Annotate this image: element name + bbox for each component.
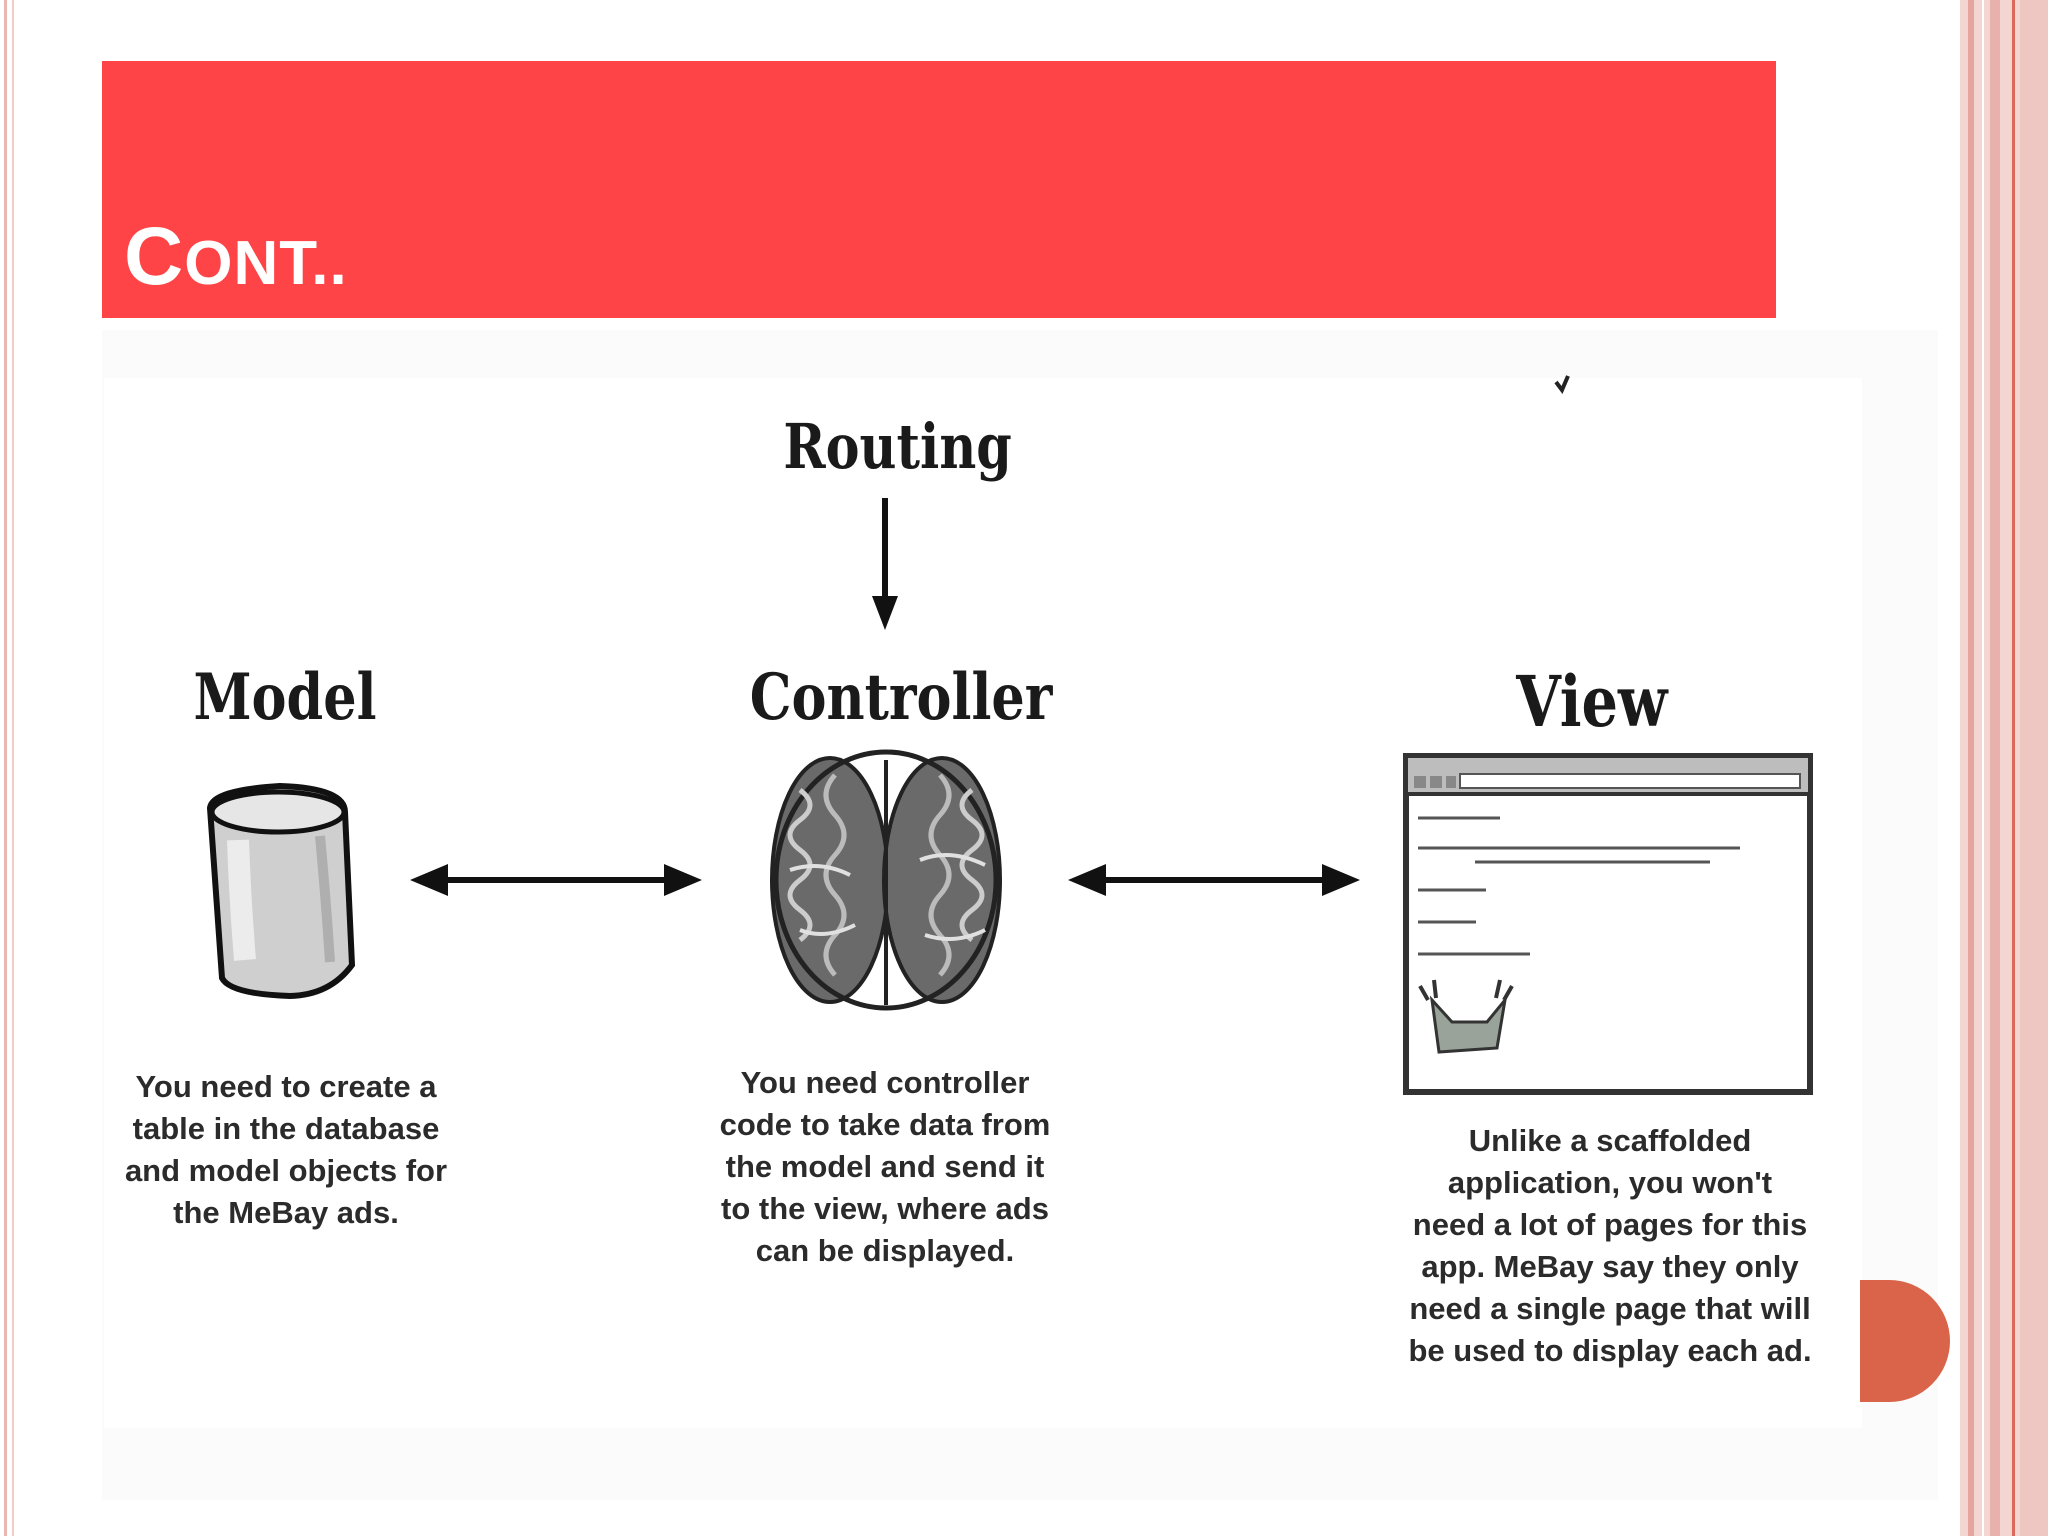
caption-line: You need to create a <box>135 1069 437 1104</box>
routing-label: Routing <box>783 410 1012 483</box>
model-caption: You need to create a table in the databa… <box>96 1066 476 1234</box>
caption-line: app. MeBay say they only <box>1421 1249 1799 1284</box>
caption-line: need a lot of pages for this <box>1412 1207 1808 1242</box>
caption-line: the MeBay ads. <box>173 1195 399 1230</box>
slide-border-left <box>0 0 18 1536</box>
border-line <box>4 0 7 1536</box>
caption-line: to the view, where ads <box>721 1191 1049 1226</box>
title-rest: ONT.. <box>184 229 348 298</box>
caption-line: You need controller <box>740 1065 1030 1100</box>
caption-line: can be displayed. <box>755 1233 1015 1268</box>
database-icon <box>206 782 356 1000</box>
border-line <box>2012 0 2015 1536</box>
caption-line: need a single page that will <box>1409 1291 1811 1326</box>
caption-line: application, you won't <box>1447 1165 1773 1200</box>
controller-caption: You need controller code to take data fr… <box>685 1062 1085 1272</box>
slide-border-right <box>1960 0 2048 1536</box>
browser-window-icon <box>1403 753 1813 1095</box>
caption-line: code to take data from <box>719 1107 1051 1142</box>
caption-line: be used to display each ad. <box>1408 1333 1812 1368</box>
slide-title: CONT.. <box>124 210 348 304</box>
check-mark <box>1554 375 1570 394</box>
controller-view-arrow <box>1068 864 1360 896</box>
border-line <box>2020 0 2048 1536</box>
controller-label: Controller <box>749 660 1053 735</box>
caption-line: and model objects for <box>124 1153 448 1188</box>
caption-line: the model and send it <box>725 1149 1045 1184</box>
view-caption: Unlike a scaffolded application, you won… <box>1386 1120 1834 1372</box>
border-line <box>1982 0 1984 1536</box>
caption-line: table in the database <box>132 1111 440 1146</box>
view-label: View <box>1516 660 1668 743</box>
model-label: Model <box>193 660 377 735</box>
border-line <box>12 0 14 1536</box>
border-line <box>1968 0 1974 1536</box>
caption-line: Unlike a scaffolded <box>1468 1123 1752 1158</box>
routing-arrow <box>872 498 898 630</box>
border-line <box>1990 0 2000 1536</box>
model-controller-arrow <box>410 864 702 896</box>
brain-icon <box>770 749 1002 1011</box>
title-bar <box>102 61 1776 318</box>
title-first-letter: C <box>124 211 185 302</box>
